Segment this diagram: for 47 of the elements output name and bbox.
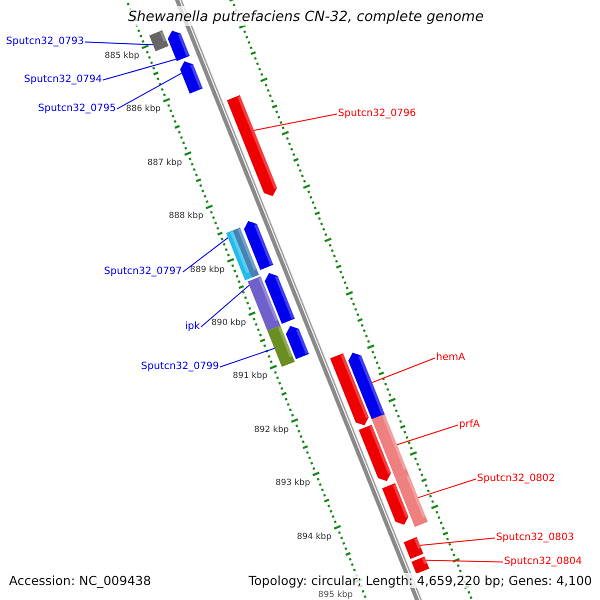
gene-feature (226, 95, 278, 196)
scale-label: 890 kbp (211, 318, 246, 328)
gene-label: Sputcn32_0804 (504, 556, 582, 568)
scale-label: 895 kbp (318, 590, 353, 600)
gene-feature (248, 276, 280, 331)
leader-line (254, 114, 338, 131)
scale-label: 886 kbp (126, 104, 161, 114)
gene-feature (411, 556, 430, 574)
gene-label: Sputcn32_0793 (6, 36, 84, 48)
gene-feature (396, 474, 428, 527)
gene-label: Sputcn32_0796 (338, 108, 416, 120)
gene-feature (348, 352, 385, 420)
gene-label: Sputcn32_0794 (24, 74, 102, 86)
leader-line (418, 478, 476, 498)
leader-line (425, 560, 504, 562)
scale-label: 893 kbp (275, 478, 310, 488)
gene-label: Sputcn32_0797 (104, 266, 182, 278)
gene-feature (226, 230, 252, 280)
leader-line (116, 72, 182, 110)
scale-label: 892 kbp (254, 424, 289, 435)
gene-label: Sputcn32_0803 (496, 532, 574, 544)
leader-line (396, 424, 458, 446)
gene-label: Sputcn32_0795 (38, 103, 116, 115)
gene-feature (372, 414, 409, 480)
leader-line (372, 358, 436, 384)
gene-feature (168, 30, 190, 62)
leader-line (102, 58, 176, 80)
leader-line (219, 348, 275, 368)
scale-label: 888 kbp (168, 211, 204, 222)
gene-feature (404, 537, 424, 559)
gene-feature (180, 61, 203, 94)
leader-line (420, 538, 496, 546)
scale-label: 889 kbp (190, 264, 225, 275)
scale-label: 894 kbp (296, 532, 332, 542)
scale-label: 885 kbp (104, 51, 140, 62)
gene-label: Sputcn32_0799 (141, 361, 219, 373)
genome-stats-text: Topology: circular; Length: 4,659,220 bp; Genes: 4,100 (246, 573, 594, 588)
gene-label: ipk (185, 321, 200, 333)
accession-text: Accession: NC_009438 (7, 573, 154, 588)
gene-feature (267, 326, 295, 367)
scale-label: 887 kbp (147, 158, 182, 168)
gene-label: hemA (436, 352, 466, 364)
gene-label: Sputcn32_0802 (477, 473, 555, 485)
gene-feature (149, 30, 169, 52)
gene-label: prfA (459, 419, 480, 431)
scale-label: 891 kbp (232, 371, 268, 382)
leader-line (84, 42, 154, 46)
